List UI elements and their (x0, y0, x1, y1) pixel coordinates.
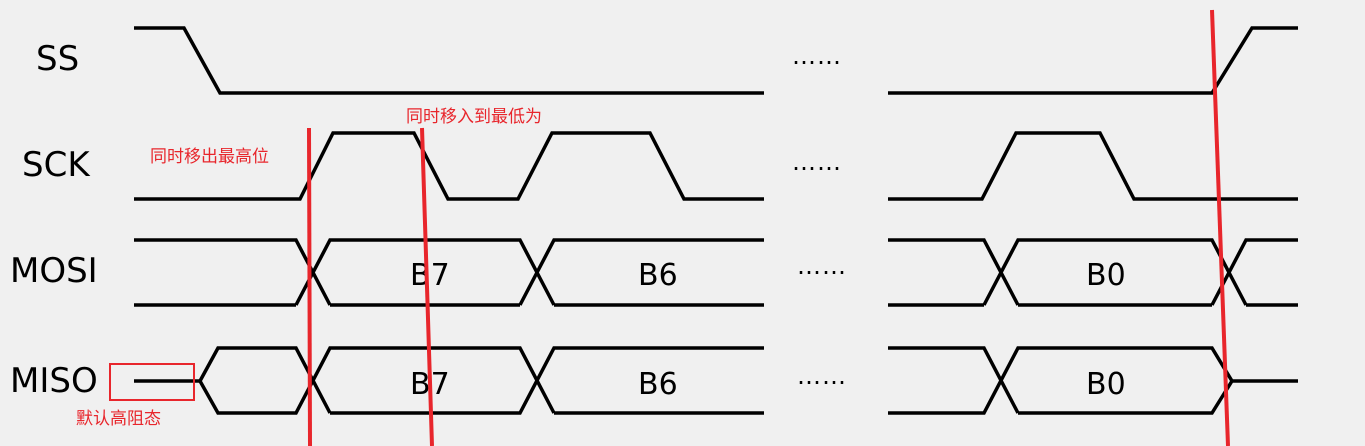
end-marker-line (1210, 9, 1230, 446)
miso-bit-b0: B0 (1086, 367, 1126, 402)
shift-in-marker-line (420, 127, 434, 446)
miso-ellipsis: …… (797, 362, 847, 390)
mosi-ellipsis: …… (797, 252, 847, 280)
mosi-bit-b0: B0 (1086, 258, 1126, 293)
ss-waveform-right (888, 26, 1298, 95)
mosi-waveform-right (888, 238, 1298, 307)
shift-in-annotation: 同时移入到最低为 (406, 107, 542, 127)
mosi-bit-b7: B7 (410, 258, 450, 293)
sck-waveform-left (134, 131, 764, 201)
sck-waveform-right (888, 131, 1298, 201)
miso-bit-b6: B6 (638, 367, 678, 402)
shift-out-annotation: 同时移出最高位 (150, 147, 269, 167)
highz-highlight-box (109, 363, 195, 401)
miso-waveform-left (198, 346, 764, 415)
ss-ellipsis: …… (792, 42, 842, 70)
shift-out-marker-line (307, 127, 312, 446)
ss-waveform-left (134, 26, 764, 95)
mosi-label: MOSI (10, 251, 98, 291)
highz-annotation: 默认高阻态 (76, 409, 161, 429)
miso-waveform-right (888, 346, 1298, 415)
sck-ellipsis: …… (792, 148, 842, 176)
miso-label: MISO (10, 361, 98, 401)
ss-label: SS (36, 39, 79, 79)
sck-label: SCK (22, 145, 91, 185)
mosi-bit-b6: B6 (638, 258, 678, 293)
